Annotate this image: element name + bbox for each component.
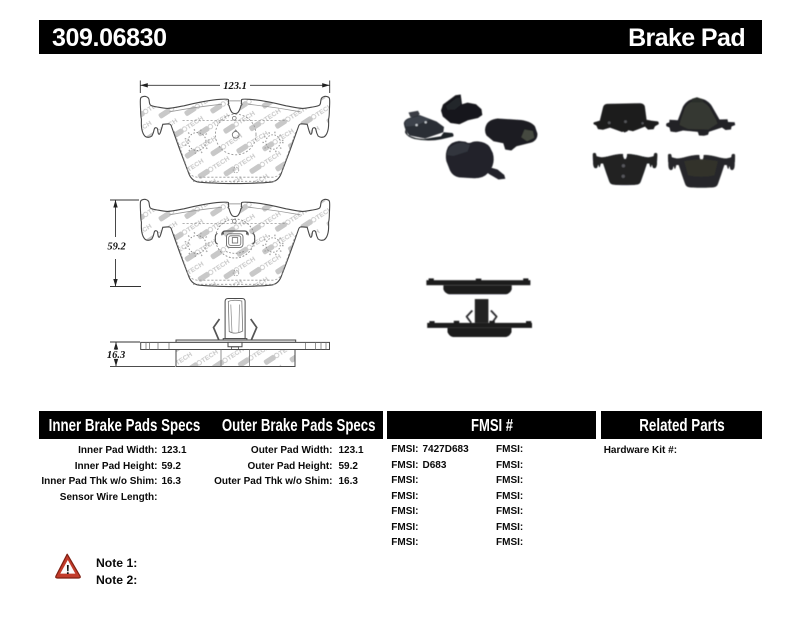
svg-text:59.2: 59.2 — [107, 241, 126, 252]
svg-text:FMSI #: FMSI # — [471, 415, 513, 435]
svg-text:Related Parts: Related Parts — [639, 415, 725, 435]
svg-text:123.1: 123.1 — [223, 81, 247, 92]
svg-text:309.06830: 309.06830 — [52, 24, 167, 52]
svg-text:Outer Brake Pads Specs: Outer Brake Pads Specs — [222, 415, 376, 435]
svg-text:16.3: 16.3 — [107, 350, 125, 361]
svg-text:Brake Pad: Brake Pad — [628, 24, 746, 52]
svg-text:!: ! — [66, 563, 70, 577]
svg-text:Inner Brake Pads Specs: Inner Brake Pads Specs — [49, 415, 201, 435]
